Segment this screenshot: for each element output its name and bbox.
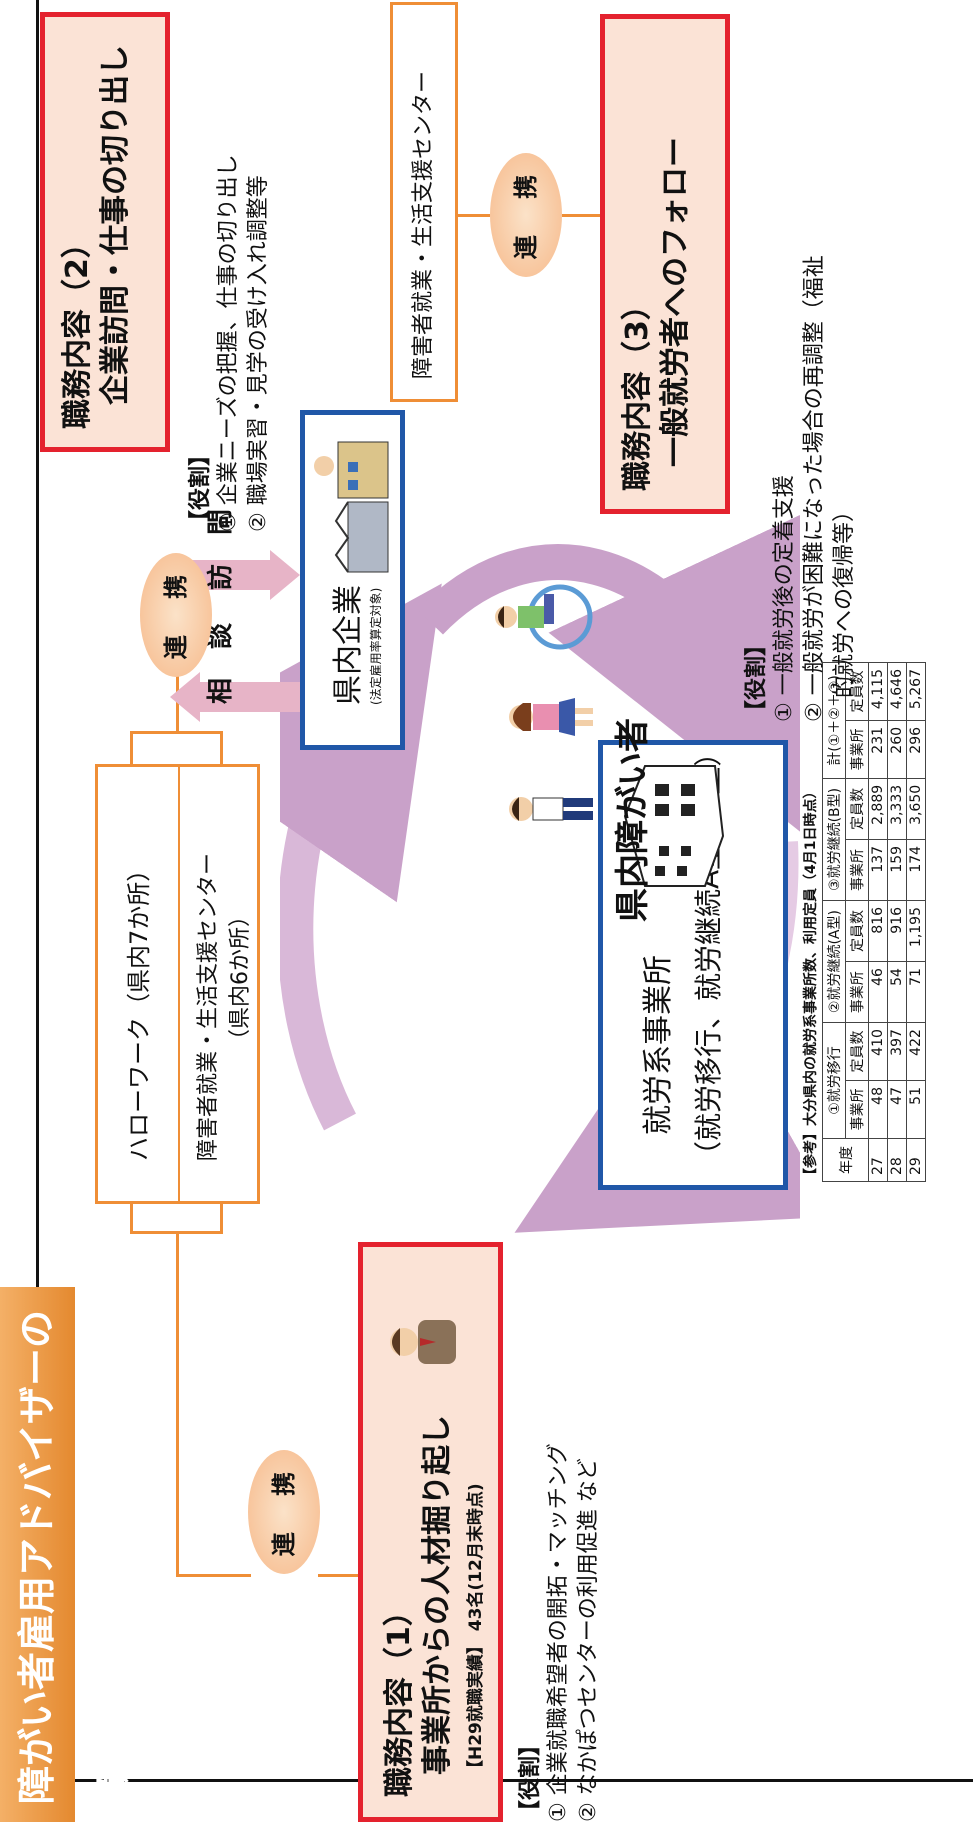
table-cell: 3,650 — [906, 778, 926, 840]
table-cell: 397 — [887, 1022, 907, 1081]
duty3-box: 職務内容（3） 一般就労者へのフォロー — [600, 14, 730, 514]
table-cell: 296 — [906, 720, 926, 779]
reference-table: 年度 ①就労移行 ②就労継続(A型) ③就労継続(B型) 計(①＋②＋③) 事業… — [822, 662, 926, 1182]
table-cell: 71 — [906, 961, 926, 1023]
table-cell: 47 — [887, 1080, 907, 1139]
duty3-role-1: ① 一般就労後の定着支援 — [772, 475, 797, 722]
ref-subheader: 定員数 — [845, 778, 869, 840]
cycle-arc-right — [417, 510, 800, 833]
duty1-role-title: 【役割】 — [518, 1733, 543, 1822]
table-row: 29 51 422 71 1,195 174 3,650 296 5,267 — [906, 662, 926, 1182]
renkei-badge-left: 連 携 — [248, 1450, 320, 1574]
duty2-role-title: 【役割】 — [188, 443, 213, 532]
table-cell: 54 — [887, 961, 907, 1023]
table-cell: 2,889 — [868, 778, 888, 840]
renkei-badge-right: 連 携 — [490, 153, 562, 277]
duty2-box: 職務内容（2） 企業訪問・仕事の切り出し — [40, 12, 170, 452]
support-center-right-box: 障害者就業・生活支援センター — [390, 2, 458, 402]
table-row: 28 47 397 54 916 159 3,333 260 4,646 — [887, 662, 907, 1182]
duty3-role-3: 的就労への復帰等） — [832, 499, 857, 698]
hellowork-box: ハローワーク（県内7か所） 障害者就業・生活支援センター （県内6か所） — [95, 764, 260, 1204]
renkei-badge-center: 連 携 — [140, 553, 212, 677]
table-cell: 27 — [868, 1138, 888, 1182]
table-cell: 174 — [906, 839, 926, 901]
table-cell: 159 — [887, 839, 907, 901]
ref-subheader: 定員数 — [845, 900, 869, 962]
support-center-left-label: 障害者就業・生活支援センター — [196, 852, 221, 1161]
duty3-role-title: 【役割】 — [744, 633, 769, 722]
duty2-role-1: ① 企業ニーズの把握、仕事の切り出し — [216, 154, 241, 532]
disabled-persons-label: 県内障がい者 — [613, 718, 653, 922]
consult-arrow — [170, 672, 300, 722]
wheelchair-icon — [495, 584, 593, 650]
ref-subheader: 事業所 — [845, 961, 869, 1023]
table-cell: 231 — [868, 720, 888, 779]
table-cell: 422 — [906, 1022, 926, 1081]
table-cell: 137 — [868, 839, 888, 901]
duty1-role-2: ② なかぽつセンターの利用促進 など — [576, 1458, 601, 1822]
person-icon — [509, 698, 593, 736]
reference-caption: 【参考】大分県内の就労系事業所数、利用定員（4月1日時点） — [803, 784, 819, 1182]
table-cell: 410 — [868, 1022, 888, 1081]
building-icon — [623, 765, 725, 887]
connector-line — [220, 734, 223, 764]
duty1-note: 【H29就職実績】 43名(12月末時点) — [466, 1483, 486, 1777]
duty2-role-2: ② 職場実習・見学の受け入れ調整等 — [246, 175, 271, 532]
support-center-left-count: （県内6か所） — [228, 905, 253, 1051]
advisor-icon — [390, 1320, 456, 1364]
table-cell: 28 — [887, 1138, 907, 1182]
duty3-roles: 【役割】 ① 一般就労後の定着支援 ② 一般就労が困難になった場合の再調整（福祉… — [738, 42, 860, 722]
duty2-title: 職務内容（2） — [60, 228, 95, 429]
connector-line — [562, 214, 602, 217]
ref-header-group: ③就労継続(B型) — [822, 778, 846, 901]
duty2-subtitle: 企業訪問・仕事の切り出し — [98, 45, 133, 405]
cycle-arc-top — [280, 583, 442, 1131]
table-cell: 4,115 — [868, 662, 888, 721]
factory-icon — [314, 441, 389, 573]
hellowork-label: ハローワーク（県内7か所） — [98, 767, 180, 1201]
ref-subheader: 事業所 — [845, 1080, 869, 1139]
connector-line — [130, 734, 133, 764]
support-center-right-label: 障害者就業・生活支援センター — [411, 70, 436, 379]
duty2-roles: 【役割】 ① 企業ニーズの把握、仕事の切り出し ② 職場実習・見学の受け入れ調整… — [182, 52, 274, 532]
page-title: 障がい者雇用アドバイザーの職務内容 — [0, 1287, 134, 1822]
duty1-role-1: ① 企業就職希望者の開拓・マッチング — [546, 1443, 571, 1822]
duty1-roles: 【役割】 ① 企業就職希望者の開拓・マッチング ② なかぽつセンターの利用促進 … — [512, 1202, 604, 1822]
table-cell: 816 — [868, 900, 888, 962]
person-icon — [509, 797, 593, 821]
ref-subheader: 定員数 — [845, 1022, 869, 1081]
connector-line — [176, 1232, 179, 1577]
table-cell: 916 — [887, 900, 907, 962]
ref-header-group: ①就労移行 — [822, 1022, 846, 1139]
table-cell: 29 — [906, 1138, 926, 1182]
table-cell: 3,333 — [887, 778, 907, 840]
ref-subheader: 事業所 — [845, 839, 869, 901]
ref-subheader: 事業所 — [845, 720, 869, 779]
connector-line — [176, 1574, 251, 1577]
duty3-subtitle: 一般就労者へのフォロー — [658, 137, 693, 467]
duty3-role-2: ② 一般就労が困難になった場合の再調整（福祉 — [802, 255, 827, 722]
table-cell: 46 — [868, 961, 888, 1023]
table-row: 27 48 410 46 816 137 2,889 231 4,115 — [868, 662, 888, 1182]
connector-line — [220, 1204, 223, 1234]
table-cell: 260 — [887, 720, 907, 779]
table-cell: 1,195 — [906, 900, 926, 962]
connector-line — [458, 214, 490, 217]
table-cell: 4,646 — [887, 662, 907, 721]
table-cell: 51 — [906, 1080, 926, 1139]
duty3-title: 職務内容（3） — [620, 290, 655, 491]
ref-header-year: 年度 — [822, 1138, 869, 1182]
table-cell: 5,267 — [906, 662, 926, 721]
connector-line — [130, 1204, 133, 1234]
table-cell: 48 — [868, 1080, 888, 1139]
connector-line — [318, 1574, 360, 1577]
ref-header-group: ②就労継続(A型) — [822, 900, 846, 1023]
